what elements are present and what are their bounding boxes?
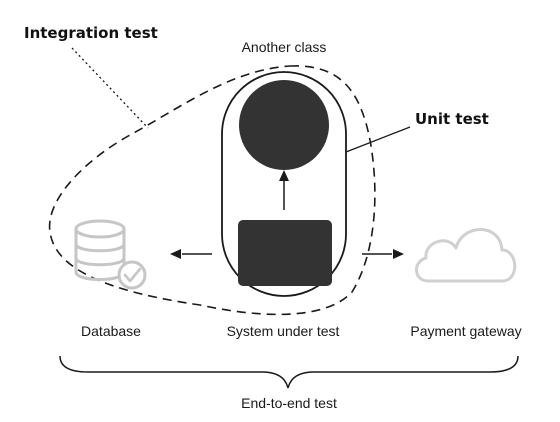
end-to-end-brace (59, 355, 519, 389)
another-class-label: Another class (241, 39, 327, 55)
system-under-test-node (238, 220, 332, 286)
integration-test-boundary (48, 65, 376, 316)
payment-gateway-label: Payment gateway (410, 323, 522, 339)
end-to-end-test-label: End-to-end test (241, 395, 337, 411)
unit-test-leader (345, 126, 411, 153)
unit-test-label: Unit test (415, 110, 489, 128)
arrow-to-another-class-head (279, 170, 289, 181)
database-check-icon (74, 219, 147, 290)
integration-test-leader (71, 47, 149, 129)
database-label: Database (81, 323, 141, 339)
another-class-node (239, 80, 329, 170)
arrow-to-payment-gateway-head (393, 249, 404, 259)
integration-test-label: Integration test (24, 24, 158, 42)
arrow-to-database-head (170, 249, 181, 259)
system-under-test-label: System under test (226, 323, 340, 339)
cloud-icon (415, 228, 517, 283)
